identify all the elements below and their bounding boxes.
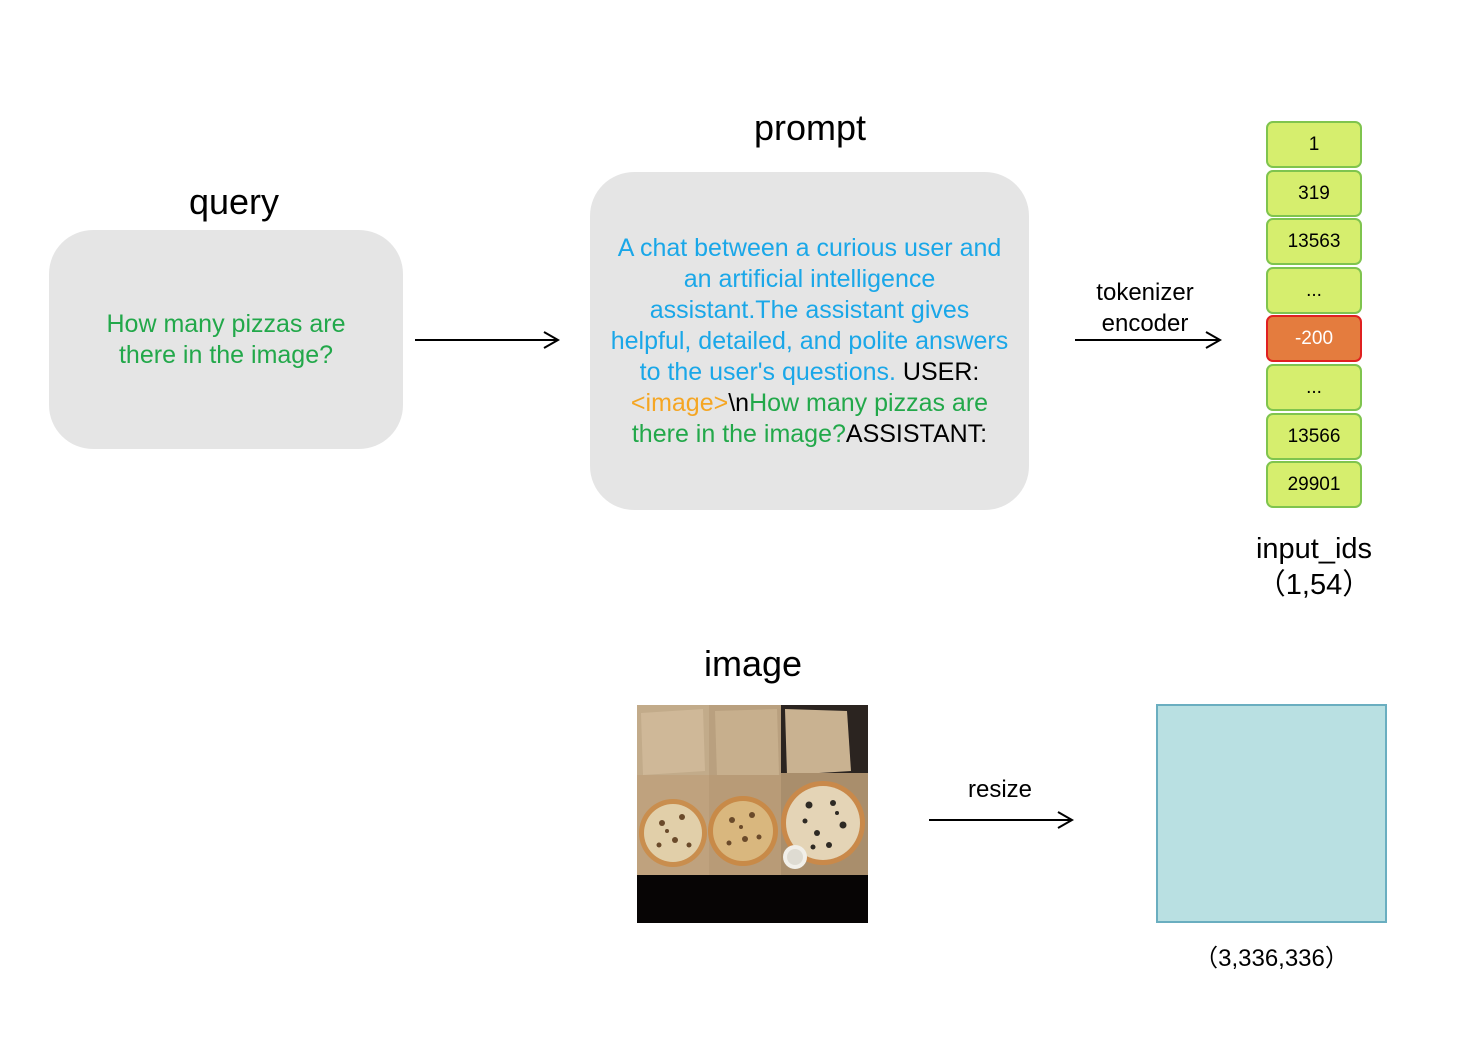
prompt-box: A chat between a curious user and an art… bbox=[590, 172, 1029, 510]
input-id-token: ... bbox=[1266, 267, 1362, 314]
input-id-token: 13566 bbox=[1266, 413, 1362, 460]
prompt-assistant-tag: ASSISTANT: bbox=[845, 419, 988, 448]
input-id-token: 13563 bbox=[1266, 218, 1362, 265]
prompt-user-tag: USER: bbox=[902, 357, 980, 386]
input-id-token: 319 bbox=[1266, 170, 1362, 217]
prompt-image-tag: <image> bbox=[630, 388, 729, 417]
input-ids-shape: （1,54） bbox=[1256, 569, 1372, 601]
query-title: query bbox=[188, 181, 280, 222]
resized-image-shape: （3,336,336） bbox=[1194, 945, 1349, 972]
input-ids-label: input_ids bbox=[1255, 533, 1373, 565]
prompt-newline: \n bbox=[728, 388, 750, 417]
prompt-text: A chat between a curious user and an art… bbox=[590, 233, 1029, 450]
query-text: How many pizzas are there in the image? bbox=[106, 309, 346, 369]
prompt-title: prompt bbox=[753, 107, 867, 148]
tokenizer-label-line2: encoder bbox=[1101, 310, 1189, 337]
prompt-question: How many pizzas are there in the image? bbox=[631, 388, 989, 448]
resize-label: resize bbox=[967, 776, 1033, 803]
input-id-token: 29901 bbox=[1266, 461, 1362, 508]
image-title: image bbox=[703, 643, 803, 684]
tokenizer-arrow bbox=[1075, 331, 1223, 349]
resized-image bbox=[1156, 704, 1387, 923]
input-id-token: 1 bbox=[1266, 121, 1362, 168]
query-box: How many pizzas are there in the image? bbox=[49, 230, 403, 449]
query-to-prompt-arrow bbox=[415, 331, 561, 349]
pizza-photo bbox=[637, 705, 868, 923]
input-id-token-image-placeholder: -200 bbox=[1266, 315, 1362, 362]
input-id-token: ... bbox=[1266, 364, 1362, 411]
prompt-system-text: A chat between a curious user and an art… bbox=[610, 233, 1009, 386]
resize-arrow bbox=[929, 811, 1075, 829]
tokenizer-label-line1: tokenizer bbox=[1096, 279, 1194, 306]
